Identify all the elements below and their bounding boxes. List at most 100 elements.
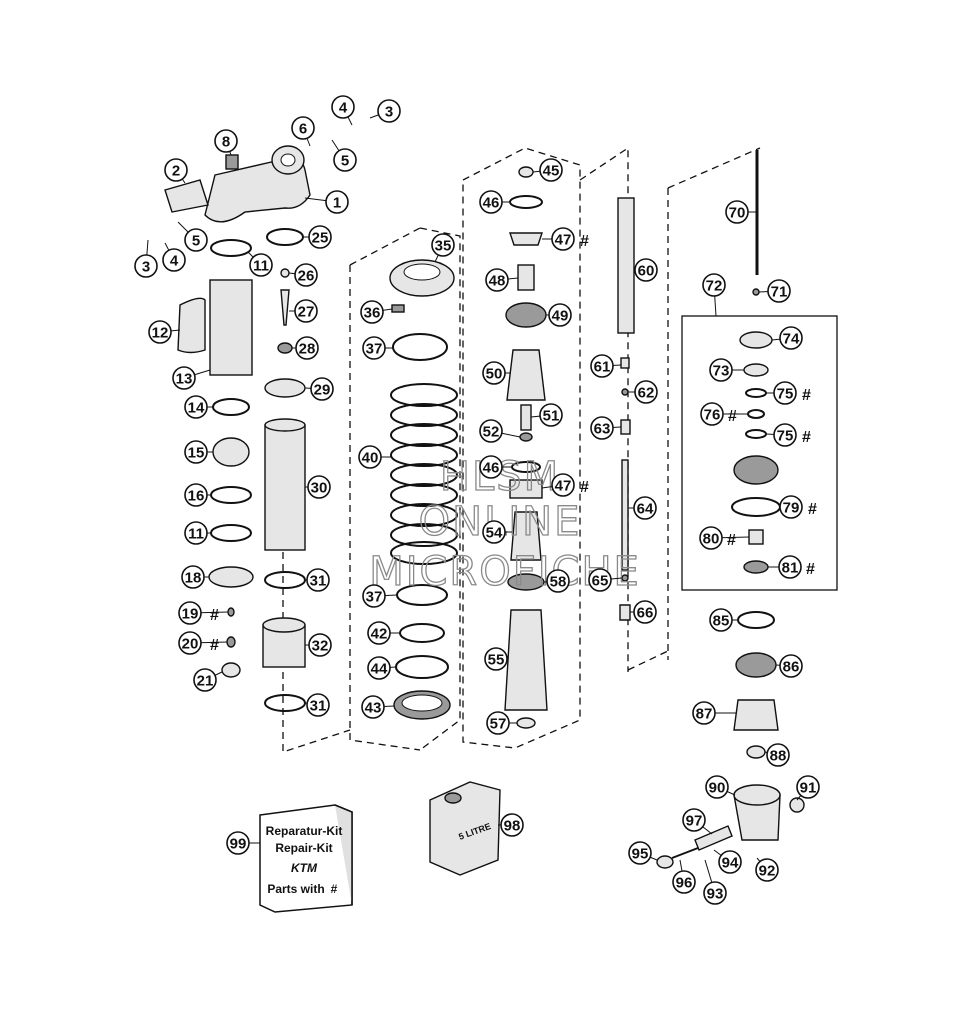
- callout-44: 44: [367, 656, 391, 680]
- callout-48: 48: [485, 268, 509, 292]
- callout-circle-72: [702, 273, 726, 297]
- callout-number-16: 16: [188, 488, 205, 505]
- callout-73: 73: [709, 358, 733, 382]
- callout-5a: 5: [184, 228, 208, 252]
- repair-kit-line2: Repair-Kit: [275, 841, 332, 855]
- callout-circle-18: [181, 565, 205, 589]
- clevis-assembly: [656, 150, 805, 869]
- callout-number-37a: 37: [366, 341, 383, 358]
- callout-circle-46b: [479, 455, 503, 479]
- hash-mark-47b: #: [580, 479, 589, 496]
- callout-circle-97: [682, 808, 706, 832]
- callout-79: 79: [779, 495, 803, 519]
- callout-number-6: 6: [299, 121, 307, 138]
- callout-number-76: 76: [704, 407, 721, 424]
- callout-circle-29: [310, 377, 334, 401]
- callout-circle-76: [700, 402, 724, 426]
- callout-19: 19: [178, 601, 202, 625]
- callout-72: 72: [702, 273, 726, 297]
- callout-8: 8: [214, 129, 238, 153]
- callout-number-45: 45: [543, 163, 560, 180]
- callout-37b: 37: [362, 584, 386, 608]
- callout-12: 12: [148, 320, 172, 344]
- callout-76: 76: [700, 402, 724, 426]
- callout-46b: 46: [479, 455, 503, 479]
- callout-number-52: 52: [483, 424, 500, 441]
- callout-circle-3a: [134, 254, 158, 278]
- hash-mark-79: #: [808, 501, 817, 518]
- callout-circle-88: [766, 743, 790, 767]
- callout-29: 29: [310, 377, 334, 401]
- callout-circle-6: [291, 116, 315, 140]
- callout-circle-42: [367, 621, 391, 645]
- callout-number-93: 93: [707, 886, 724, 903]
- callout-number-27: 27: [298, 304, 315, 321]
- callout-circle-45: [539, 158, 563, 182]
- callout-circle-1: [325, 190, 349, 214]
- callout-circle-46a: [479, 190, 503, 214]
- callout-number-37b: 37: [366, 589, 383, 606]
- callout-70: 70: [725, 200, 749, 224]
- callout-71: 71: [767, 279, 791, 303]
- callout-number-58: 58: [550, 574, 567, 591]
- callout-circle-15: [184, 440, 208, 464]
- callout-92: 92: [755, 858, 779, 882]
- callout-55: 55: [484, 647, 508, 671]
- callout-5b: 5: [333, 148, 357, 172]
- callout-6: 6: [291, 116, 315, 140]
- callout-number-30: 30: [311, 480, 328, 497]
- callout-90: 90: [705, 775, 729, 799]
- callout-number-11b: 11: [188, 526, 204, 543]
- callout-circle-31a: [306, 568, 330, 592]
- callout-number-90: 90: [709, 780, 726, 797]
- callout-4a: 4: [162, 248, 186, 272]
- callout-circle-50: [482, 361, 506, 385]
- callout-circle-49: [548, 303, 572, 327]
- callout-74: 74: [779, 326, 803, 350]
- callout-circle-62: [634, 380, 658, 404]
- callout-number-1: 1: [333, 195, 341, 212]
- callout-number-5b: 5: [341, 153, 349, 170]
- callout-circle-91: [796, 775, 820, 799]
- callout-number-3a: 3: [142, 259, 150, 276]
- callout-number-85: 85: [713, 613, 730, 630]
- callout-81: 81: [778, 555, 802, 579]
- callout-circle-44: [367, 656, 391, 680]
- callout-circle-90: [705, 775, 729, 799]
- callout-number-75b: 75: [777, 428, 794, 445]
- callout-61: 61: [590, 354, 614, 378]
- callout-35: 35: [431, 233, 455, 257]
- callout-40: 40: [358, 445, 382, 469]
- callout-88: 88: [766, 743, 790, 767]
- callout-circle-2: [164, 158, 188, 182]
- callout-number-63: 63: [594, 421, 611, 438]
- hash-mark-81: #: [806, 561, 815, 578]
- repair-kit-line1: Reparatur-Kit: [266, 824, 343, 838]
- callout-75a: 75: [773, 381, 797, 405]
- callout-99: 99: [226, 831, 250, 855]
- callout-57: 57: [486, 711, 510, 735]
- callout-number-5a: 5: [192, 233, 200, 250]
- callout-labels: 1233445568111112131415161819202125262728…: [134, 95, 820, 905]
- callout-number-70: 70: [729, 205, 746, 222]
- callout-circle-4a: [162, 248, 186, 272]
- spring-assembly: [389, 259, 458, 720]
- callout-60: 60: [634, 258, 658, 282]
- callout-circle-70: [725, 200, 749, 224]
- callout-circle-3b: [377, 99, 401, 123]
- callout-96: 96: [672, 870, 696, 894]
- callout-65: 65: [588, 568, 612, 592]
- callout-number-14: 14: [188, 400, 205, 417]
- callout-circle-35: [431, 233, 455, 257]
- callout-number-46a: 46: [483, 195, 500, 212]
- callout-circle-27: [294, 299, 318, 323]
- callout-circle-14: [184, 395, 208, 419]
- callout-80: 80: [699, 526, 723, 550]
- callout-46a: 46: [479, 190, 503, 214]
- callout-number-4b: 4: [339, 100, 348, 117]
- callout-number-25: 25: [312, 230, 329, 247]
- callout-number-8: 8: [222, 134, 230, 151]
- callout-number-96: 96: [676, 875, 693, 892]
- callout-number-29: 29: [314, 382, 331, 399]
- callout-50: 50: [482, 361, 506, 385]
